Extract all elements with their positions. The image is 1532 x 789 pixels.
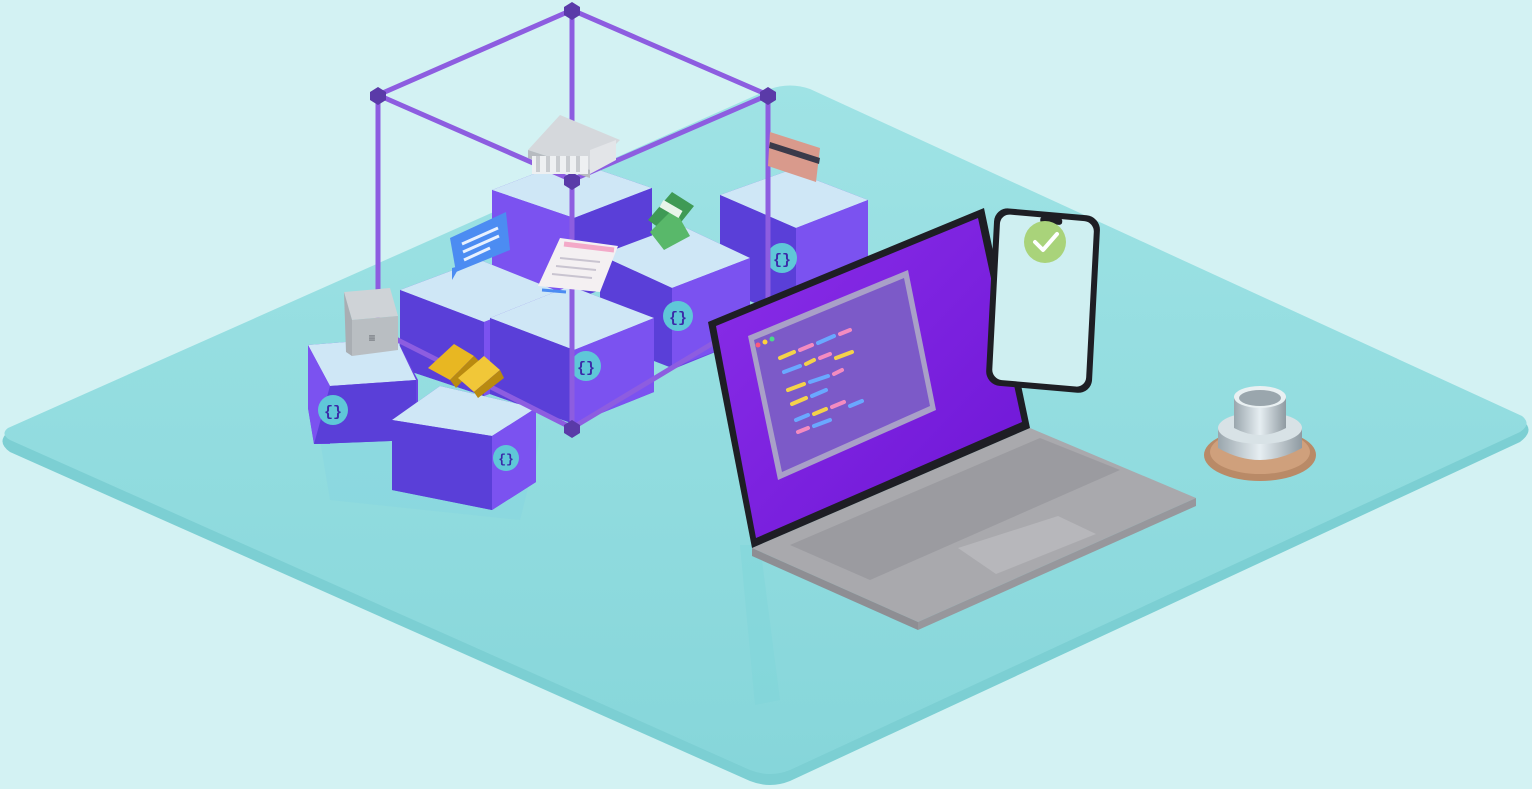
laptop-icon xyxy=(708,208,1196,630)
svg-text:{}: {} xyxy=(773,252,791,269)
code-window-icon xyxy=(748,270,936,480)
smartphone-icon xyxy=(986,208,1100,393)
credit-card-icon xyxy=(768,132,820,182)
svg-text:{}: {} xyxy=(669,310,687,327)
bank-building-icon xyxy=(528,115,620,178)
checkmark-icon xyxy=(1024,221,1066,263)
safe-icon: ≡ xyxy=(344,288,398,356)
svg-text:{}: {} xyxy=(577,360,595,377)
svg-text:{}: {} xyxy=(498,452,514,467)
chat-bubble-icon xyxy=(450,212,510,280)
coffee-cup-icon xyxy=(1204,386,1316,481)
code-brace-block-icon: {} xyxy=(392,386,536,510)
svg-text:≡: ≡ xyxy=(368,332,375,346)
svg-text:{}: {} xyxy=(324,404,342,421)
gold-bars-icon xyxy=(428,344,504,398)
receipt-icon xyxy=(538,238,618,294)
cash-stack-icon xyxy=(648,192,694,250)
